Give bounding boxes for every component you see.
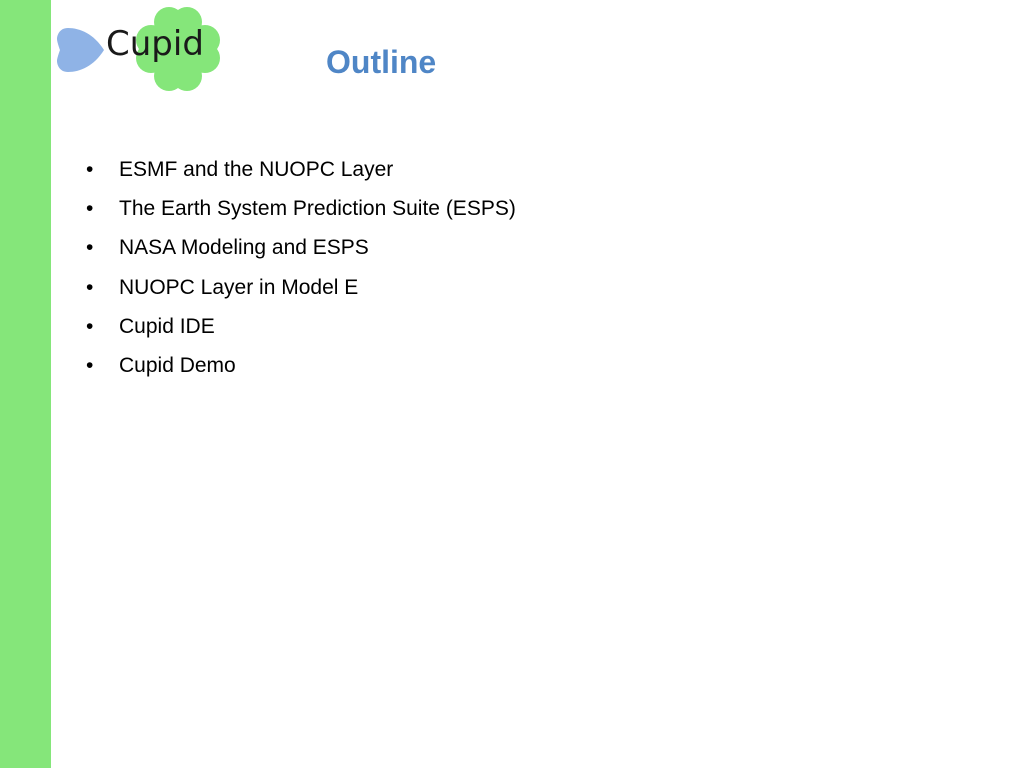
list-item-text: NASA Modeling and ESPS: [119, 236, 369, 260]
clover-heart-icon: [57, 7, 220, 91]
list-item-text: ESMF and the NUOPC Layer: [119, 158, 394, 181]
list-item-text: The Earth System Prediction Suite (ESPS): [119, 197, 516, 221]
slide-title: Outline: [326, 44, 437, 80]
sidebar-stripe: [0, 0, 51, 768]
logo-text: Cupid: [106, 24, 204, 64]
bullet-marker: •: [86, 158, 94, 181]
cupid-logo: Cupid: [56, 4, 236, 96]
list-item-text: Cupid Demo: [119, 353, 236, 377]
list-item-text: Cupid IDE: [119, 314, 215, 338]
bullet-marker: •: [86, 353, 94, 377]
bullet-marker: •: [86, 236, 94, 260]
bullet-marker: •: [86, 197, 94, 221]
bullet-marker: •: [86, 314, 94, 338]
list-item-text: NUOPC Layer in Model E: [119, 275, 359, 299]
bullet-marker: •: [86, 275, 94, 299]
